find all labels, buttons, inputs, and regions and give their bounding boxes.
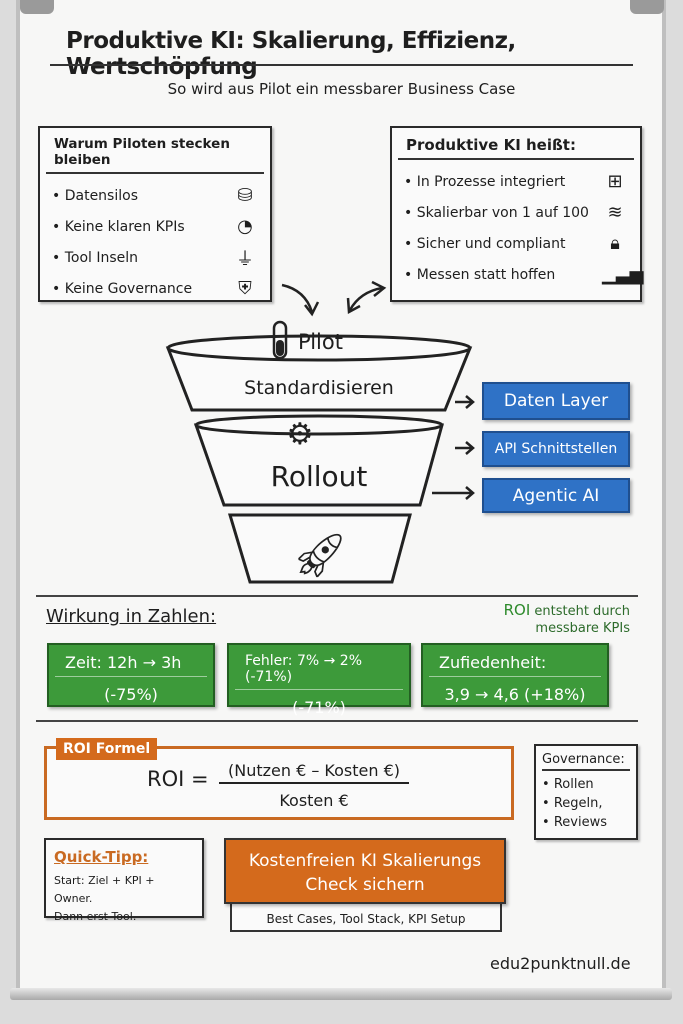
tip-heading: Quick-Tipp: xyxy=(54,848,149,866)
list-item: • Regeln, xyxy=(542,796,603,811)
stage-rollout: Rollout xyxy=(270,460,368,493)
stage-standardisieren: Standardisieren xyxy=(244,377,394,399)
board-clip xyxy=(630,0,664,14)
kpi-card-satisfaction: Zufiedenheit:3,9 → 4,6 (+18%) xyxy=(421,643,609,707)
governance-list: • Rollen • Regeln, • Reviews xyxy=(542,775,630,832)
box-heading: Produktive KI heißt: xyxy=(398,128,634,160)
arrow-down-icon xyxy=(281,283,314,313)
list-item: Keine Governance⛨ xyxy=(52,273,258,304)
gear-icon: ⚙ xyxy=(287,417,314,452)
quick-tip-bubble: Quick-Tipp: Start: Ziel + KPI + Owner.Da… xyxy=(44,838,204,923)
footer-url[interactable]: edu2punktnull.de xyxy=(490,954,631,973)
roi-lhs: ROI = xyxy=(147,767,209,791)
tip-text: Start: Ziel + KPI + Owner.Dann erst Tool… xyxy=(54,874,155,923)
divider xyxy=(36,720,638,722)
plug-icon: ⏚ xyxy=(236,248,254,270)
stage-pilot: Pilot xyxy=(298,330,343,354)
arrow-bidirectional-icon xyxy=(348,286,383,311)
lock-icon: 🔒︎ xyxy=(610,233,620,254)
funnel-diagram: ⚙ 🚀︎ xyxy=(165,280,475,584)
governance-heading: Governance: xyxy=(542,752,630,771)
database-icon: ⛁ xyxy=(237,185,253,206)
rocket-icon: 🚀︎ xyxy=(292,530,348,581)
marker-tray xyxy=(10,988,672,1000)
roi-tag: ROI Formel xyxy=(56,738,158,760)
funnel xyxy=(165,334,473,584)
layers-icon: ≋ xyxy=(607,202,623,223)
box-heading: Warum Piloten stecken bleiben xyxy=(46,128,264,174)
list-item: Skalierbar von 1 auf 100≋ xyxy=(404,197,628,228)
page-title: Produktive KI: Skalierung, Effizienz, We… xyxy=(66,28,516,80)
api-box: API Schnittstellen xyxy=(482,431,630,467)
list-item: In Prozesse integriert⊞ xyxy=(404,166,628,197)
list-item: Datensilos⛁ xyxy=(52,180,258,211)
subtitle: So wird aus Pilot ein messbarer Business… xyxy=(167,80,516,98)
agentic-ai-box: Agentic AI xyxy=(482,478,630,513)
test-tube-icon xyxy=(272,320,288,360)
daten-layer-box: Daten Layer xyxy=(482,382,630,420)
kpi-card-errors: Fehler: 7% → 2% (-71%)(-71%) xyxy=(227,643,411,717)
gauge-icon: ◔ xyxy=(237,216,253,237)
roi-denominator: Kosten € xyxy=(279,791,349,810)
roi-numerator: (Nutzen € – Kosten €) xyxy=(219,761,409,784)
governance-note: Governance: • Rollen • Regeln, • Reviews xyxy=(534,744,638,840)
productive-ai-box: Produktive KI heißt: In Prozesse integri… xyxy=(390,126,644,302)
board-clip xyxy=(20,0,54,14)
list-item: Sicher und compliant🔒︎ xyxy=(404,228,628,259)
title-underline xyxy=(50,64,633,66)
pilot-problems-box: Warum Piloten stecken bleiben Datensilos… xyxy=(38,126,272,302)
divider xyxy=(36,595,638,597)
kpi-card-time: Zeit: 12h → 3h(-75%) xyxy=(47,643,215,707)
shield-icon: ⛨ xyxy=(238,278,252,299)
roi-note: ROI entsteht durch messbare KPIs xyxy=(503,601,630,637)
list-item: • Reviews xyxy=(542,815,607,830)
process-flow-icon: ⊞ xyxy=(607,171,623,192)
list-item: Tool Inseln⏚ xyxy=(52,242,258,273)
list-item: • Rollen xyxy=(542,777,594,792)
impact-heading: Wirkung in Zahlen: xyxy=(46,606,217,627)
list-item: Keine klaren KPIs◔ xyxy=(52,211,258,242)
